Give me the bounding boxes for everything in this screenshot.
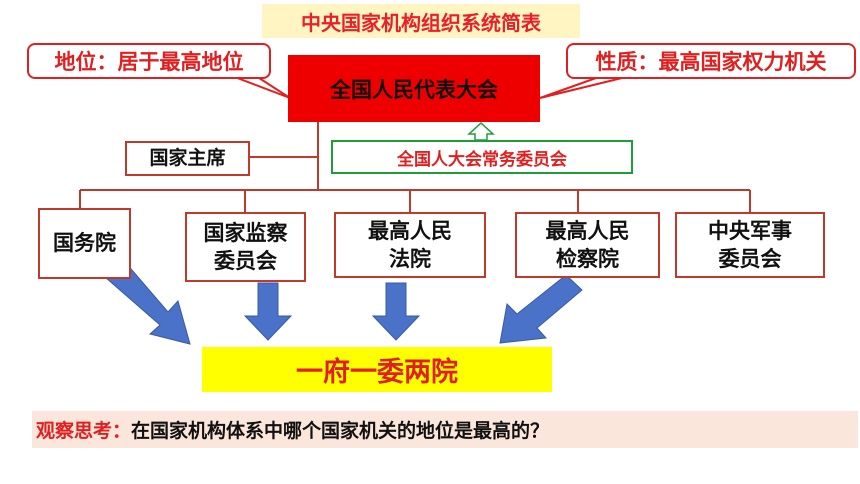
organ-label-line1: 最高人民	[368, 218, 452, 243]
npc-node: 全国人民代表大会	[288, 55, 540, 122]
president-node: 国家主席	[125, 141, 250, 176]
status-callout: 地位：居于最高地位	[27, 43, 271, 79]
organ-node-state-council: 国务院	[38, 208, 131, 279]
left-callout-pointer	[231, 75, 291, 99]
organ-node-procuratorate: 最高人民 检察院	[515, 212, 660, 278]
question-text: 在国家机构体系中哪个国家机关的地位是最高的？	[131, 420, 550, 442]
diagram-title: 中央国家机构组织系统简表	[262, 4, 580, 38]
organ-label-line1: 中央军事	[708, 218, 792, 243]
organ-label-line1: 国家监察	[203, 220, 288, 245]
arrow-from-supervisory-commission	[243, 282, 293, 341]
organ-node-supervisory-commission: 国家监察 委员会	[185, 212, 306, 282]
organ-node-supreme-court: 最高人民 法院	[334, 212, 486, 278]
question-label: 观察思考：	[36, 420, 132, 442]
organ-label: 国务院	[53, 231, 116, 256]
organ-label-line2: 检察院	[556, 247, 619, 271]
organ-node-military-commission: 中央军事 委员会	[675, 212, 825, 278]
right-callout-pointer	[539, 77, 623, 99]
organ-label-line2: 委员会	[214, 249, 277, 273]
organ-label-line1: 最高人民	[545, 218, 630, 243]
arrow-from-supreme-court	[371, 282, 421, 341]
question-bar: 观察思考： 在国家机构体系中哪个国家机关的地位是最高的？	[32, 411, 858, 448]
standing-committee-up-arrow	[467, 121, 495, 141]
arrow-from-procuratorate	[499, 274, 583, 344]
organ-label-line2: 法院	[389, 247, 431, 271]
organ-label-line2: 委员会	[718, 247, 782, 271]
arrow-from-state-council	[104, 261, 191, 345]
summary-box: 一府一委两院	[202, 347, 552, 392]
nature-callout: 性质：最高国家权力机关	[566, 43, 856, 79]
standing-committee-node: 全国人大会常务委员会	[331, 140, 633, 174]
